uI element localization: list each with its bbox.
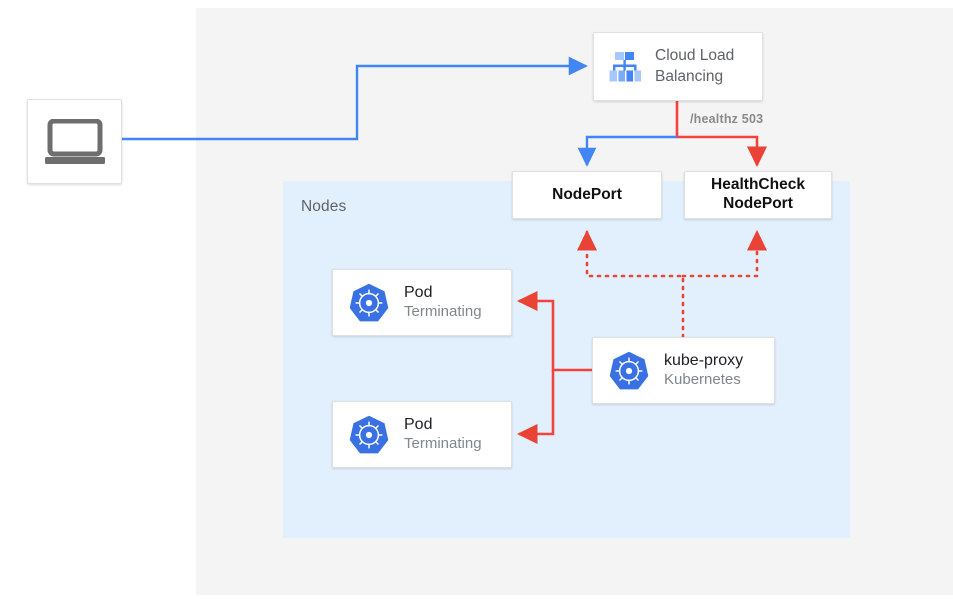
pod-1-text: Pod Terminating	[404, 283, 482, 322]
cloud-load-balancing-label-line1: Cloud Load	[655, 47, 735, 65]
healthcheck-nodeport-node[interactable]: HealthCheck NodePort	[684, 171, 832, 219]
nodeport-node[interactable]: NodePort	[512, 171, 662, 219]
cloud-load-balancing-label-line2: Balancing	[655, 67, 724, 85]
healthcheck-nodeport-label-line1: HealthCheck	[711, 176, 805, 194]
client-device-node[interactable]	[27, 99, 122, 184]
nodes-group-label: Nodes	[301, 198, 347, 215]
healthcheck-nodeport-label-line2: NodePort	[723, 195, 793, 212]
cloud-load-balancing-label: Cloud Load Balancing	[655, 46, 734, 87]
pod-2-status: Terminating	[404, 435, 482, 453]
healthz-edge-label: /healthz 503	[690, 112, 764, 126]
kubernetes-icon	[349, 415, 389, 453]
pod-2-title: Pod	[404, 415, 433, 433]
kubernetes-icon	[609, 351, 649, 389]
pod-1-status: Terminating	[404, 303, 482, 321]
laptop-icon	[44, 118, 105, 164]
kube-proxy-text: kube-proxy Kubernetes	[664, 351, 743, 390]
cloud-load-balancing-node[interactable]: Cloud Load Balancing	[593, 32, 763, 101]
kubernetes-icon	[349, 283, 389, 321]
pod-node-1[interactable]: Pod Terminating	[332, 269, 512, 336]
kube-proxy-subtitle: Kubernetes	[664, 371, 741, 389]
kube-proxy-node[interactable]: kube-proxy Kubernetes	[592, 337, 775, 404]
nodeport-label: NodePort	[552, 185, 622, 203]
cloud-load-balancing-icon	[609, 51, 641, 81]
kube-proxy-title: kube-proxy	[664, 351, 744, 369]
pod-2-text: Pod Terminating	[404, 415, 482, 454]
pod-node-2[interactable]: Pod Terminating	[332, 401, 512, 468]
pod-1-title: Pod	[404, 283, 433, 301]
